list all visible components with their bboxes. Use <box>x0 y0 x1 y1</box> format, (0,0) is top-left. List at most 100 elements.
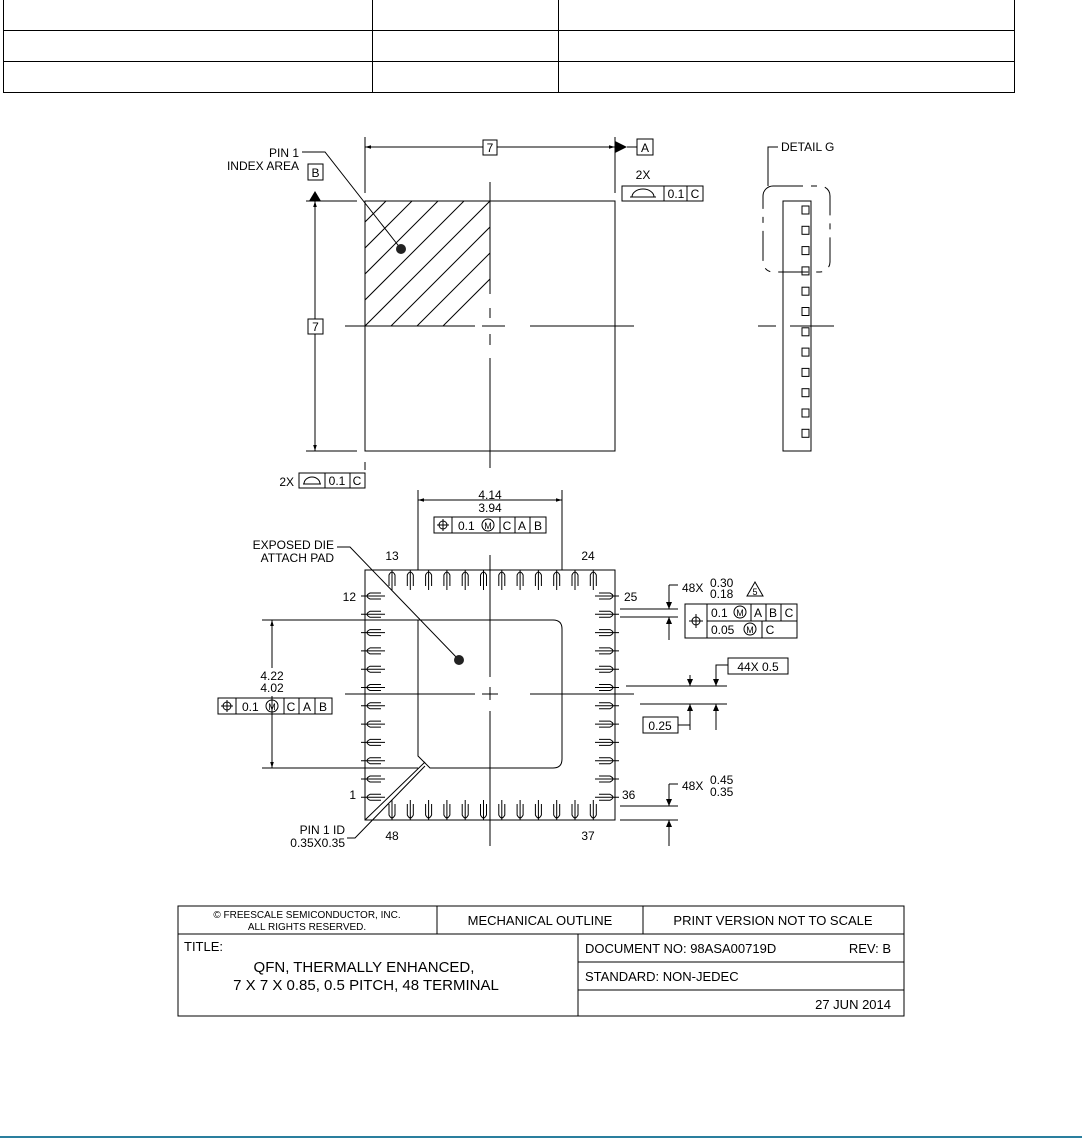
terminal-pad <box>361 720 385 728</box>
pad-width-min: 3.94 <box>478 501 502 515</box>
fcf-datum: C <box>287 700 296 714</box>
profile-tolerance-frame: 0.1 C <box>621 185 704 202</box>
terminal-pad <box>388 800 396 820</box>
terminal-pad <box>480 570 487 590</box>
pin-label-1: 1 <box>349 788 356 802</box>
mmc-modifier: M <box>268 702 276 712</box>
terminal-pad <box>361 647 385 655</box>
mmc-modifier: M <box>484 521 492 531</box>
pin-label-36: 36 <box>622 788 636 802</box>
table-cell <box>3 61 373 93</box>
terminal-pad <box>571 800 579 820</box>
pad-height-max: 4.22 <box>260 669 284 683</box>
mmc-modifier: M <box>746 625 754 635</box>
fcf-datum: A <box>754 606 762 620</box>
terminal-pad <box>571 570 579 590</box>
date: 27 JUN 2014 <box>815 997 891 1012</box>
terminal-pad <box>498 800 506 820</box>
terminal-pad <box>595 775 619 783</box>
fcf-datum: B <box>534 519 542 533</box>
table-row <box>3 61 1015 93</box>
pad-width-max: 4.14 <box>478 488 502 502</box>
terminal-pad <box>443 570 451 590</box>
die-pad-label-2: ATTACH PAD <box>261 551 335 565</box>
fcf-datum: C <box>503 519 512 533</box>
terminal-pad <box>361 610 385 618</box>
print-note: PRINT VERSION NOT TO SCALE <box>673 913 872 928</box>
terminal-pad <box>361 629 385 637</box>
terminal-pad <box>388 570 396 590</box>
terminal-pad <box>480 800 487 820</box>
terminal-pad <box>534 570 542 590</box>
pad-height-min: 4.02 <box>260 681 284 695</box>
pin-label-24: 24 <box>581 549 595 563</box>
terminal-pad <box>516 800 524 820</box>
revision: REV: B <box>849 941 891 956</box>
terminal-pad <box>425 800 433 820</box>
fcf-count: 2X <box>636 168 651 182</box>
die-pad-label: EXPOSED DIE <box>253 538 334 552</box>
terminal-pad <box>361 665 385 673</box>
terminal-pad <box>595 629 619 637</box>
table-cell <box>558 61 1015 93</box>
terminal-pad <box>516 570 524 590</box>
terminal-pad <box>406 570 414 590</box>
top-view: 7 A B 7 PIN 1 INDEX AREA 2X 0.1 C 2X 0.1… <box>227 137 704 489</box>
datum-b: B <box>311 166 319 180</box>
terminal-pad <box>361 592 385 600</box>
title-block: © FREESCALE SEMICONDUCTOR, INC. ALL RIGH… <box>177 905 905 1017</box>
title-line-1: QFN, THERMALLY ENHANCED, <box>254 959 475 976</box>
terminal-pad <box>498 570 506 590</box>
terminal-pad <box>534 800 542 820</box>
fcf-datum: A <box>518 519 526 533</box>
fcf-tolerance: 0.1 <box>458 519 475 533</box>
fcf-datum: B <box>319 700 327 714</box>
pin-label-37: 37 <box>581 829 595 843</box>
fcf-tolerance: 0.1 <box>329 474 346 488</box>
terminal-pad <box>595 702 619 710</box>
pin1-index-label-2: INDEX AREA <box>227 159 299 173</box>
terminal-pad <box>361 757 385 765</box>
side-terminal <box>801 367 810 377</box>
side-terminal <box>801 347 810 357</box>
pin-label-13: 13 <box>385 549 399 563</box>
pin1-index-label: PIN 1 <box>269 146 299 160</box>
pin-label-25: 25 <box>624 590 638 604</box>
terminal-pad <box>361 684 385 691</box>
terminal-pad <box>425 570 433 590</box>
half-pitch-dimension: 0.25 <box>648 719 672 733</box>
side-terminal <box>801 225 810 235</box>
mmc-modifier: M <box>736 608 744 618</box>
terminal-length-min: 0.35 <box>710 785 734 799</box>
detail-g-circle <box>762 185 831 273</box>
header-table <box>3 0 1015 93</box>
terminal-pad <box>553 800 561 820</box>
terminal-pad <box>595 720 619 728</box>
table-row <box>3 0 1015 31</box>
drawing-heading: MECHANICAL OUTLINE <box>468 913 613 928</box>
pitch-dimension: 44X 0.5 <box>737 660 779 674</box>
footer-divider <box>0 1136 1082 1138</box>
terminal-length-count: 48X <box>682 779 703 793</box>
terminal-width-count: 48X <box>682 581 703 595</box>
profile-tolerance-frame-2: 0.1 C <box>298 472 366 489</box>
title-line-2: 7 X 7 X 0.85, 0.5 PITCH, 48 TERMINAL <box>233 977 499 994</box>
fcf-count-2: 2X <box>279 475 294 489</box>
side-terminal <box>801 408 810 418</box>
terminal-pad <box>361 702 385 710</box>
standard: STANDARD: NON-JEDEC <box>585 969 739 984</box>
terminal-pad <box>595 757 619 765</box>
terminal-pad <box>361 738 385 746</box>
terminal-pad <box>595 592 619 600</box>
side-terminal <box>801 388 810 398</box>
bottom-view: 4.14 3.94 0.1 M C A B 4.22 4.02 0.1 M C … <box>217 488 798 850</box>
fcf-datum: B <box>769 606 777 620</box>
pin1-id-size: 0.35X0.35 <box>290 836 345 850</box>
centerlines <box>345 182 634 468</box>
copyright-2: ALL RIGHTS RESERVED. <box>248 922 366 933</box>
terminal-pad <box>553 570 561 590</box>
detail-label: DETAIL G <box>781 140 834 154</box>
terminal-width-max: 0.30 <box>710 576 734 590</box>
terminal-pad <box>595 665 619 673</box>
terminal-pad <box>595 610 619 618</box>
